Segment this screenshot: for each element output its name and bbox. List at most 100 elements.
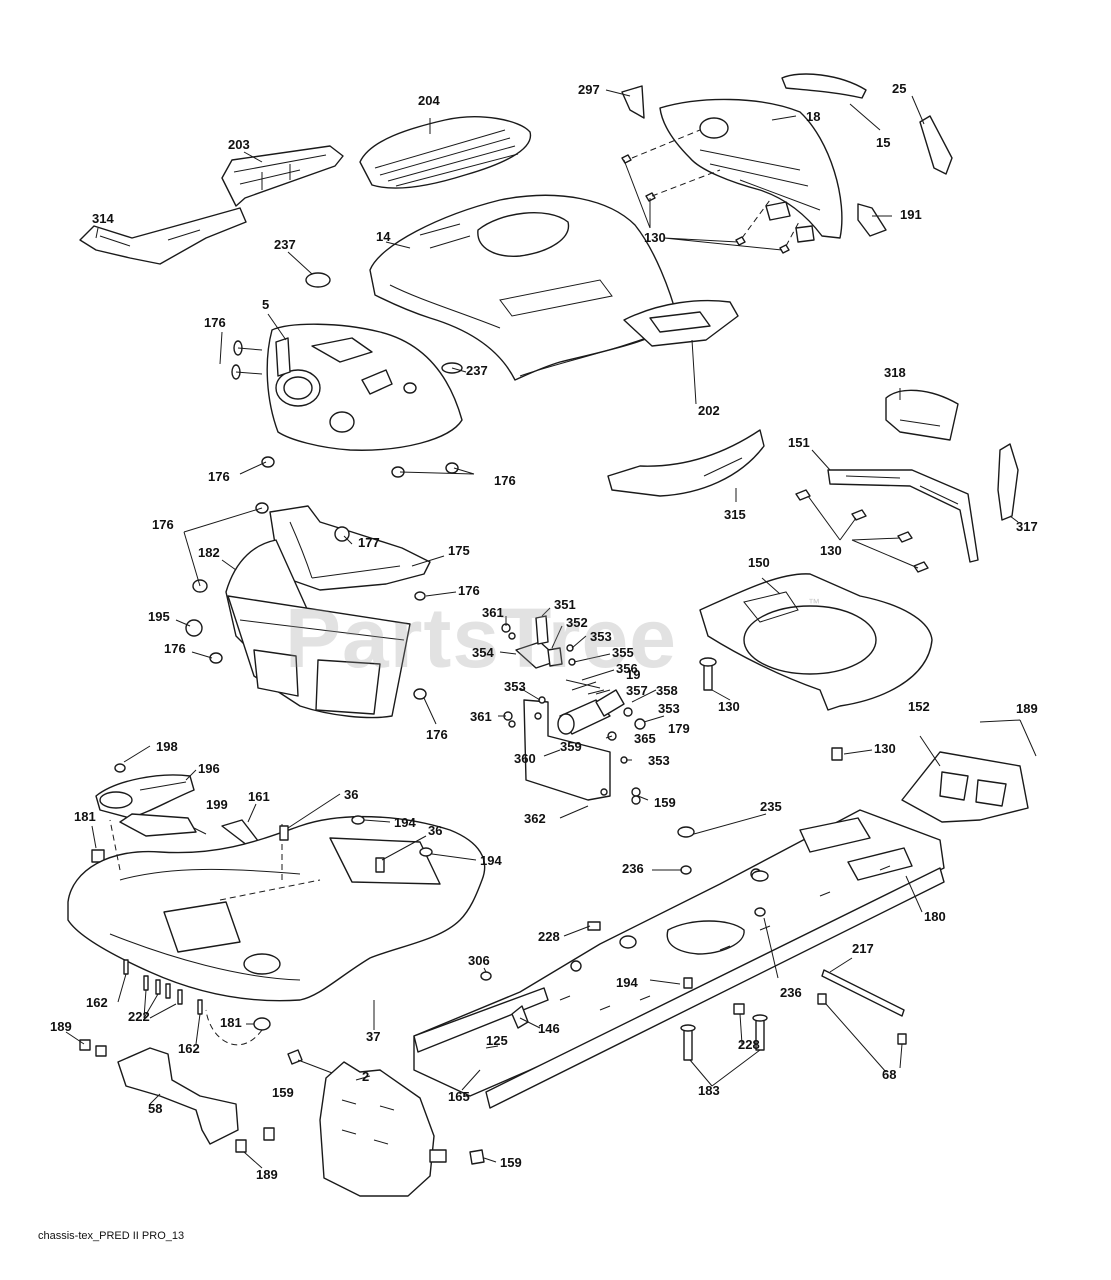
part-354-bracket — [515, 615, 563, 669]
part-204-seat-pad — [359, 116, 532, 189]
callout-15: 15 — [876, 135, 891, 150]
callout-182: 182 — [198, 545, 220, 560]
callout-191: 191 — [900, 207, 922, 222]
callout-180: 180 — [924, 909, 946, 924]
part-15-handle — [781, 73, 867, 99]
callout-235: 235 — [760, 799, 782, 814]
callout-237-upper: 237 — [274, 237, 296, 252]
callout-179: 179 — [668, 721, 690, 736]
callout-181-lower: 181 — [220, 1015, 242, 1030]
part-37-fender — [67, 815, 486, 1002]
callout-195: 195 — [148, 609, 170, 624]
part-315-grille-strip — [607, 429, 765, 497]
part-130-bolt-deck — [699, 657, 843, 761]
callout-315: 315 — [724, 507, 746, 522]
callout-176-e: 176 — [458, 583, 480, 598]
callout-194-a: 194 — [394, 815, 416, 830]
callout-176-b: 176 — [208, 469, 230, 484]
callout-222: 222 — [128, 1009, 150, 1024]
callout-177: 177 — [358, 535, 380, 550]
callout-199: 199 — [206, 797, 228, 812]
callout-36-lower: 36 — [428, 823, 443, 838]
callout-361-upper: 361 — [482, 605, 504, 620]
part-152-bracket — [901, 751, 1029, 823]
callout-198: 198 — [156, 739, 178, 754]
part-176-grommets-upper — [231, 340, 459, 478]
callout-176-d: 176 — [152, 517, 174, 532]
part-362-pin — [559, 805, 589, 819]
callout-183: 183 — [698, 1083, 720, 1098]
callout-125: 125 — [486, 1033, 508, 1048]
callout-217: 217 — [852, 941, 874, 956]
part-small-fasteners — [501, 623, 646, 805]
callout-130-right: 130 — [820, 543, 842, 558]
part-235-236-bushings — [677, 826, 769, 917]
part-198-cap — [114, 763, 126, 773]
callout-352: 352 — [566, 615, 588, 630]
callout-159-bottom: 159 — [500, 1155, 522, 1170]
callout-5: 5 — [262, 297, 270, 312]
callout-159-left: 159 — [272, 1085, 294, 1100]
callout-236-a: 236 — [622, 861, 644, 876]
part-318-headlight — [885, 389, 959, 441]
callout-25: 25 — [892, 81, 907, 96]
callout-237-lower: 237 — [466, 363, 488, 378]
callout-353-a: 353 — [590, 629, 612, 644]
callout-68: 68 — [882, 1067, 897, 1082]
callout-165: 165 — [448, 1089, 470, 1104]
part-130-screws-upper — [621, 129, 801, 254]
part-359-cylinder — [557, 689, 625, 735]
callout-161: 161 — [248, 789, 270, 804]
part-306-nut — [480, 971, 492, 981]
part-151-bracket — [827, 469, 979, 563]
part-317-bracket — [997, 443, 1019, 521]
callout-362: 362 — [524, 811, 546, 826]
callout-175: 175 — [448, 543, 470, 558]
callout-130-upper: 130 — [644, 230, 666, 245]
part-237-plug — [305, 272, 331, 288]
callout-37: 37 — [366, 1029, 381, 1044]
part-180-chassis-frame — [413, 809, 945, 1109]
part-196-cup-holder — [95, 774, 195, 819]
callout-176-g: 176 — [426, 727, 448, 742]
trademark-symbol: ™ — [808, 596, 820, 610]
callout-358: 358 — [656, 683, 678, 698]
part-314-side-strip — [79, 207, 247, 265]
callout-365: 365 — [634, 731, 656, 746]
callout-356: 356 — [616, 661, 638, 676]
callout-196: 196 — [198, 761, 220, 776]
callout-176-c: 176 — [494, 473, 516, 488]
part-194-nut-frame — [619, 935, 693, 989]
callout-353-b: 353 — [504, 679, 526, 694]
callout-130-lower: 130 — [874, 741, 896, 756]
callout-176-f: 176 — [164, 641, 186, 656]
part-150-mower-deck-guard — [699, 573, 933, 711]
callout-130-deck: 130 — [718, 699, 740, 714]
diagram-caption: chassis-tex_PRED II PRO_13 — [38, 1230, 185, 1242]
part-68-bolts — [817, 993, 907, 1045]
callout-361-lower: 361 — [470, 709, 492, 724]
callout-162-b: 162 — [178, 1041, 200, 1056]
callout-306: 306 — [468, 953, 490, 968]
part-217-rod — [821, 969, 905, 1017]
part-2-front-bracket — [319, 1061, 447, 1197]
callout-181-upper: 181 — [74, 809, 96, 824]
callout-317: 317 — [1016, 519, 1038, 534]
part-360-mount-plate — [523, 699, 611, 801]
partstree-watermark: PartsTree — [285, 591, 677, 685]
part-25-trim — [919, 115, 953, 175]
callout-151: 151 — [788, 435, 810, 450]
part-228-pins — [587, 921, 745, 1015]
part-203-dash-trim — [221, 145, 344, 207]
callout-318: 318 — [884, 365, 906, 380]
callout-228-upper: 228 — [538, 929, 560, 944]
callout-228-lower: 228 — [738, 1037, 760, 1052]
callout-359: 359 — [560, 739, 582, 754]
callout-189-bottom: 189 — [256, 1167, 278, 1182]
part-202-lens — [623, 299, 739, 347]
callout-236-b: 236 — [780, 985, 802, 1000]
callout-176-a: 176 — [204, 315, 226, 330]
callout-36-upper: 36 — [344, 787, 359, 802]
